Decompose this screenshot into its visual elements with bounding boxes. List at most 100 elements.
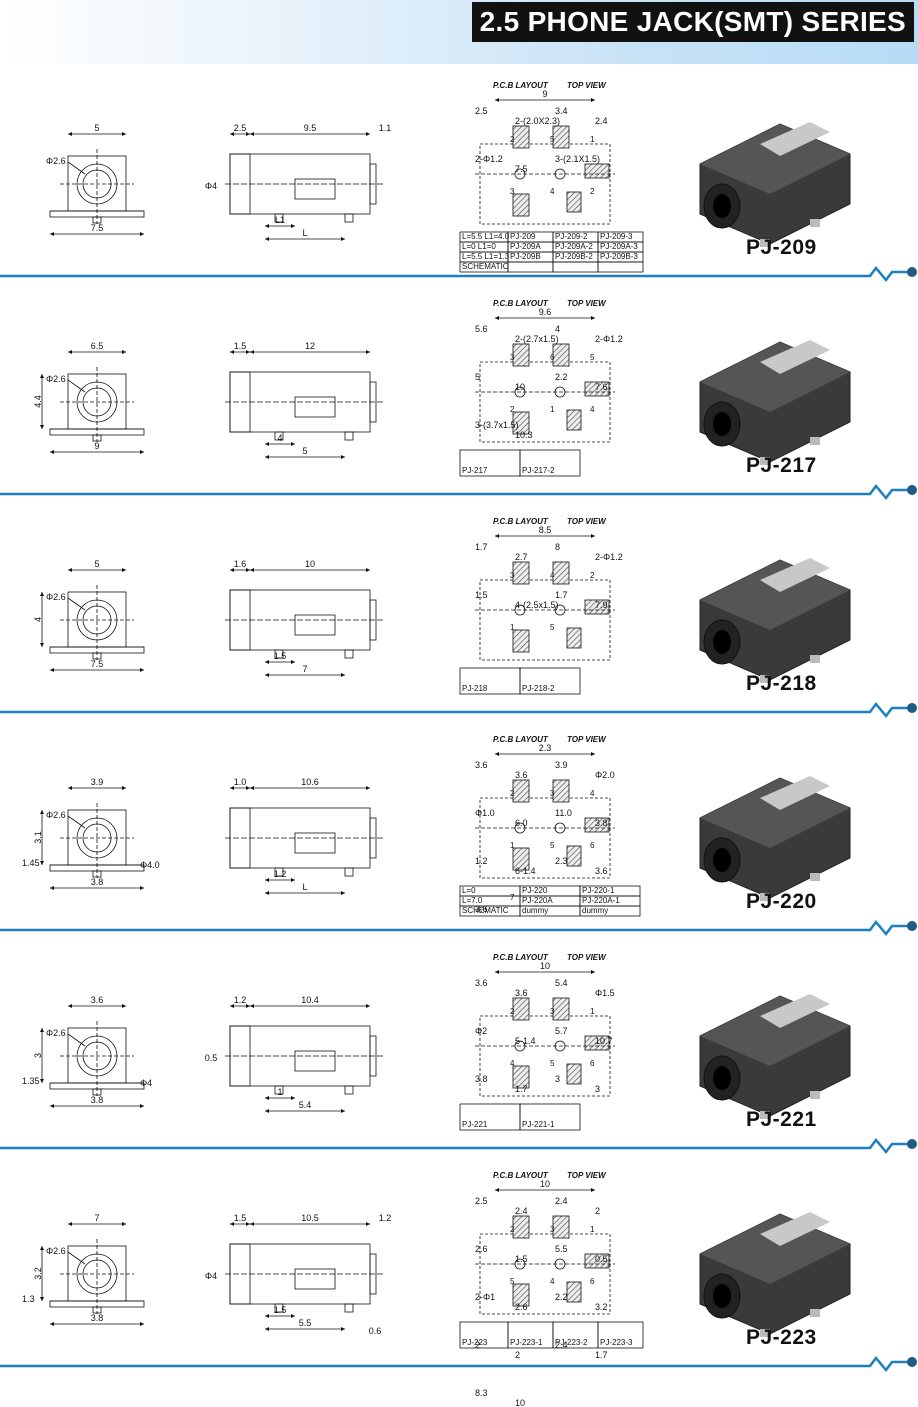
layout-title: P.C.B LAYOUT: [493, 1171, 549, 1180]
solder-tab: [760, 893, 770, 901]
drawing-line: [67, 815, 86, 829]
front-pin: [92, 870, 102, 878]
metal-shield: [760, 558, 830, 592]
pcb-dimension: 2.5: [475, 106, 488, 116]
table-cell-text: dummy: [582, 906, 608, 915]
pcb-dimension: 3.6: [515, 988, 528, 998]
dimension-label: 10.6: [301, 777, 319, 787]
dimension-label: 3: [33, 1053, 43, 1058]
dimension-label: 10: [305, 559, 315, 569]
arrow: [40, 1079, 44, 1083]
jack-hole: [713, 1066, 731, 1090]
pcb-dimension: 7.6: [595, 382, 608, 392]
product-photo: [699, 994, 851, 1119]
pcb-pad: [566, 1281, 582, 1303]
dimension-label: 9: [542, 89, 547, 99]
pin-number: 2: [510, 405, 515, 414]
view-title: TOP VIEW: [567, 1171, 607, 1180]
pcb-dimension: 6-1.4: [515, 866, 536, 876]
table-cell-text: PJ-209B: [510, 252, 541, 261]
dimension-label: 3.6: [91, 995, 104, 1005]
pcb-dimension: 3.6: [475, 904, 488, 914]
table-cell-text: PJ-218: [462, 684, 488, 693]
pcb-pad: [566, 409, 582, 431]
arrow: [291, 878, 295, 882]
side-window: [294, 614, 336, 636]
arrow: [291, 1096, 295, 1100]
pin-number: 6: [550, 353, 555, 362]
arrow: [250, 1004, 254, 1008]
table-cell-text: L=0 L1=0: [462, 242, 496, 251]
pcb-dimension: 7.5: [515, 164, 528, 174]
drawing-line: [67, 1251, 86, 1265]
pcb-pad: [512, 629, 530, 653]
arrow: [230, 786, 234, 790]
pcb-dimension: 4: [555, 324, 560, 334]
arrow: [122, 786, 126, 790]
pcb-dimension: Φ1.5: [595, 988, 615, 998]
drawing-line: [67, 597, 86, 611]
jack-hole: [713, 1284, 731, 1308]
front-pin: [92, 216, 102, 224]
model-number: PJ-209: [746, 236, 817, 259]
pin-number: 4: [590, 789, 595, 798]
pin-number: 1: [510, 623, 515, 632]
table-cell: [597, 261, 644, 273]
model-number: PJ-218: [746, 672, 817, 695]
product-photo: [699, 1212, 851, 1337]
dimension-label: 7.5: [91, 659, 104, 669]
pcb-dimension: 2.6: [515, 1302, 528, 1312]
jack-top: [700, 342, 850, 412]
dimension-label: 1.5: [274, 651, 287, 661]
pcb-pad: [512, 1065, 530, 1089]
view-title: TOP VIEW: [567, 517, 607, 526]
dimension-label: 4: [33, 617, 43, 622]
layout-title: P.C.B LAYOUT: [493, 953, 549, 962]
arrow: [265, 891, 269, 895]
pcb-pad: [584, 381, 610, 397]
variant-table: PJ-218 PJ-218-2: [459, 667, 581, 695]
pcb-pad: [552, 125, 570, 149]
jack-top: [700, 778, 850, 848]
pcb-dimension: 5.7: [555, 1026, 568, 1036]
pcb-pad: [566, 191, 582, 213]
diameter-label: Φ2.6: [46, 810, 66, 820]
solder-tab: [810, 873, 820, 881]
pcb-dimension: 3.8: [595, 818, 608, 828]
arrow: [591, 534, 595, 538]
table-cell-text: PJ-223-1: [510, 1338, 543, 1347]
arrow: [265, 660, 269, 664]
dimension-label: 4.4: [33, 395, 43, 408]
pcb-dimension: 10: [515, 382, 525, 392]
arrow: [495, 98, 499, 102]
dimension-label: 9.5: [304, 123, 317, 133]
table-cell-text: PJ-218-2: [522, 684, 555, 693]
side-pin: [344, 867, 354, 877]
metal-shield: [760, 994, 830, 1028]
pcb-pad: [512, 997, 530, 1021]
solder-tab: [760, 675, 770, 683]
arrow: [40, 592, 44, 596]
table-cell: [597, 1321, 644, 1349]
dimension-label: 4: [277, 433, 282, 443]
pcb-pad: [512, 779, 530, 803]
pcb-dimension: 5.6: [475, 324, 488, 334]
pin-number: 2: [590, 571, 595, 580]
arrow: [246, 1222, 250, 1226]
pcb-dimension: 3-(3.7x1.5): [475, 420, 519, 430]
table-cell-text: PJ-220: [522, 886, 548, 895]
arrow: [265, 673, 269, 677]
jack-hole: [713, 412, 731, 436]
page-title: 2.5 PHONE JACK(SMT) SERIES: [471, 2, 914, 42]
pcb-dimension: 1.7: [595, 1350, 608, 1360]
table-cell-text: L=7.0: [462, 896, 483, 905]
pin-number: 2: [510, 1225, 515, 1234]
side-pin: [344, 431, 354, 441]
arrow: [495, 1188, 499, 1192]
